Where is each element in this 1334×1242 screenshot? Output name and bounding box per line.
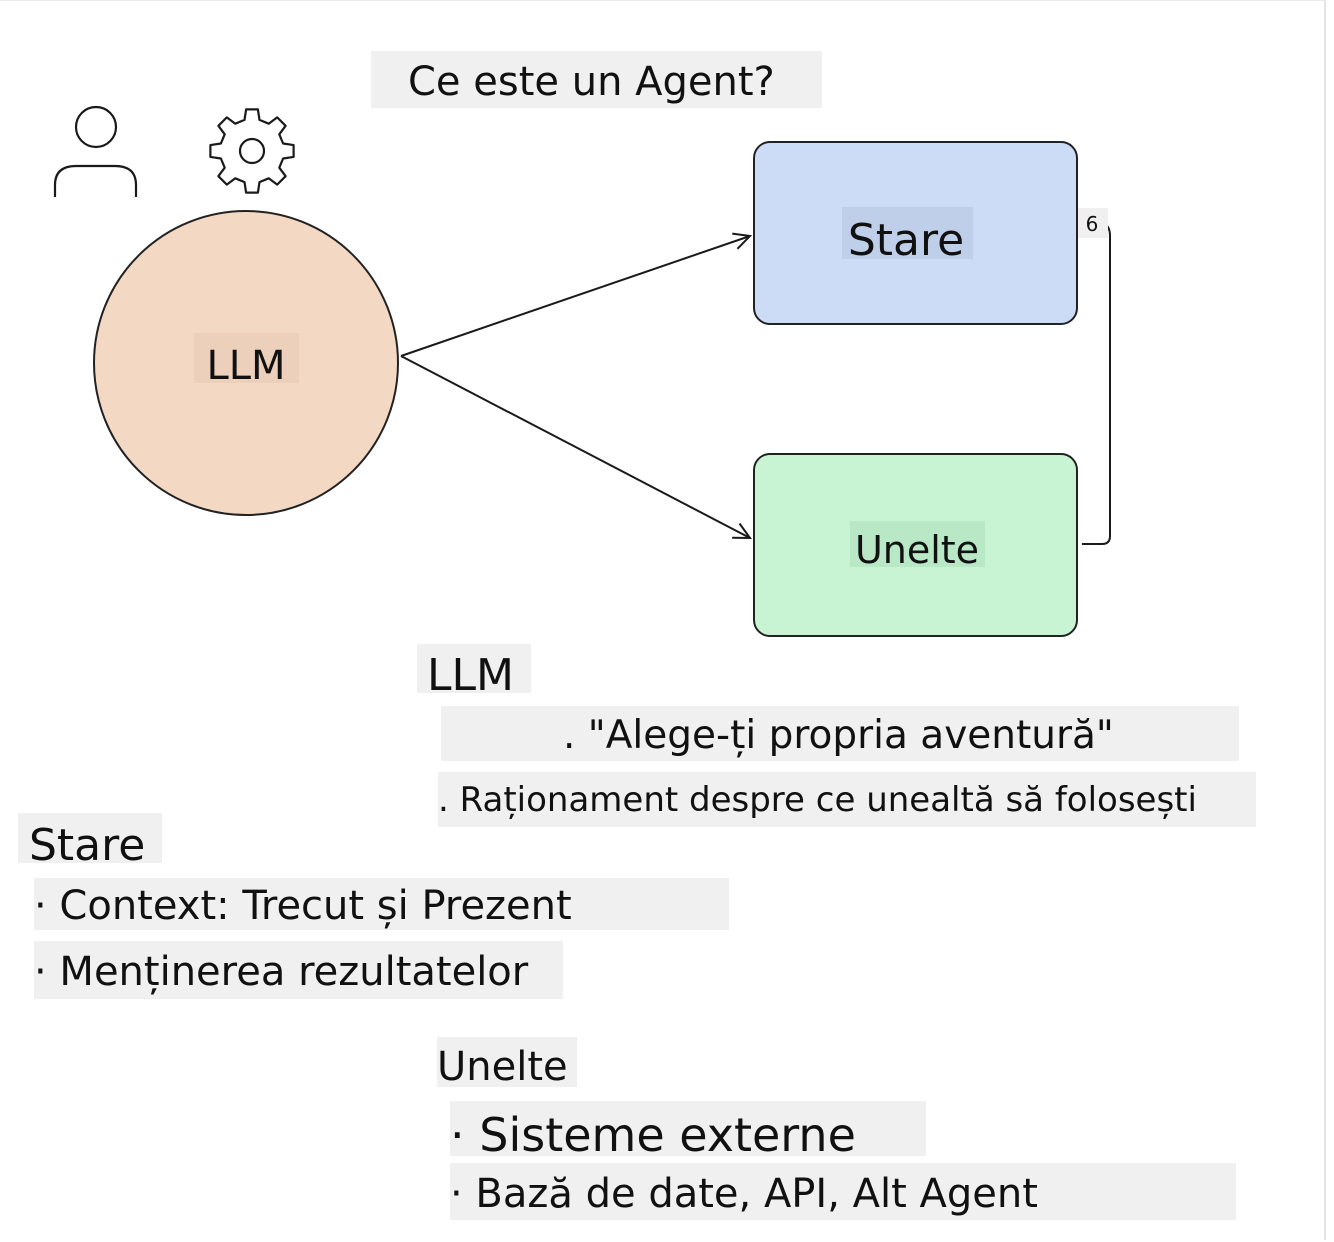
stare-label-highlight [842,207,973,259]
llm-heading-highlight [417,644,531,693]
unelte-node-label: Unelte [855,528,979,572]
diagram-title: Ce este un Agent? [408,59,775,105]
user-icon [53,105,138,197]
unelte-label-highlight [850,521,985,567]
arrow-llm-to-unelte [400,355,750,538]
llm-item-1-highlight [441,706,1239,761]
unelte-heading-highlight [437,1037,577,1087]
llm-section-item-2: . Raționament despre ce unealtă să folos… [438,780,1197,820]
loop-label-highlight [1078,208,1108,238]
loop-label: 6 [1086,212,1099,236]
unelte-section-item-2: · Bază de date, API, Alt Agent [450,1171,1038,1217]
stare-heading-highlight [18,813,162,863]
unelte-section-heading: Unelte [437,1044,568,1090]
llm-section-item-1: . "Alege-ți propria aventură" [563,713,1114,758]
unelte-section-item-1: · Sisteme externe [450,1108,856,1162]
stare-item-2-highlight [34,941,563,999]
unelte-item-1-highlight [450,1101,926,1156]
llm-item-2-highlight [438,772,1256,827]
stare-section-heading: Stare [29,820,146,871]
llm-section-heading: LLM [427,650,514,701]
loop-connector [1082,223,1111,545]
stare-item-1-highlight [34,878,729,930]
stare-section-item-1: · Context: Trecut și Prezent [34,883,572,929]
title-highlight [371,51,822,108]
stare-section-item-2: · Menținerea rezultatelor [34,949,529,995]
arrow-llm-to-stare [400,236,750,357]
llm-node-label: LLM [206,343,285,389]
stare-node-label: Stare [848,215,964,266]
gear-icon [209,108,295,194]
unelte-item-2-highlight [450,1163,1236,1220]
llm-label-highlight [194,333,299,383]
